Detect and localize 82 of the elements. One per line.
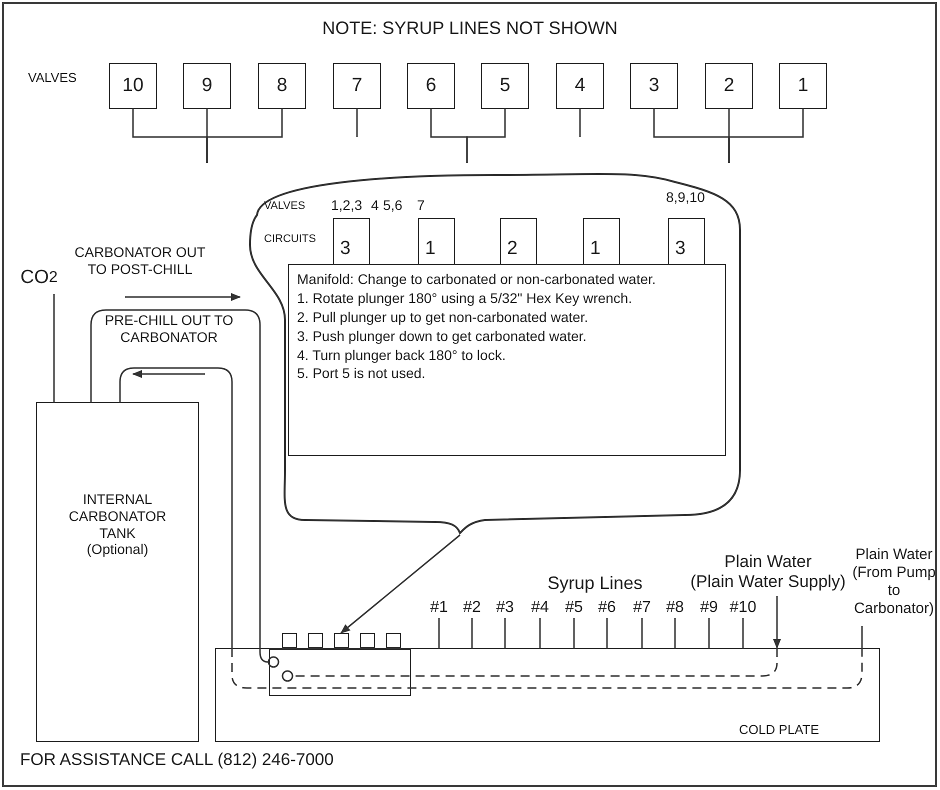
carbonator-tank	[36, 402, 199, 742]
instruction-box	[288, 264, 726, 456]
tank-label: INTERNAL CARBONATOR TANK	[68, 491, 168, 542]
valve-box: 6	[407, 63, 455, 109]
water-tube	[119, 367, 233, 648]
instruction-line: 4. Turn plunger back 180° to lock.	[297, 346, 506, 364]
manifold-port	[308, 633, 323, 648]
manifold-port	[386, 633, 401, 648]
instruction-line: 2. Pull plunger up to get non-carbonated water.	[297, 308, 588, 327]
syrup-line	[708, 618, 710, 648]
tank-note: (Optional)	[86, 541, 148, 558]
syrup-line-label: #10	[727, 598, 759, 618]
syrup-line	[573, 618, 575, 648]
syrup-line	[539, 618, 541, 648]
cold-plate-label: COLD PLATE	[739, 722, 819, 737]
syrup-line-label: #9	[693, 598, 725, 618]
hidden-water-line	[282, 648, 778, 682]
gas-line	[53, 294, 55, 402]
flow-label: CARBONATOR OUT TO POST-CHILL	[74, 244, 206, 279]
valves-label: VALVES	[28, 70, 78, 87]
water-line	[861, 626, 863, 648]
instruction-line: 5. Port 5 is not used.	[297, 364, 426, 384]
water-tube	[90, 309, 280, 668]
syrup-line-label: #7	[626, 598, 658, 618]
valve-box: 5	[481, 63, 529, 109]
valve-connector-line	[466, 109, 506, 163]
assistance-text: FOR ASSISTANCE CALL (812) 246-7000	[20, 750, 335, 771]
valve-box: 1	[779, 63, 827, 109]
manifold-port	[334, 633, 349, 648]
syrup-line	[606, 618, 608, 648]
circuits-label: CIRCUITS	[264, 233, 317, 247]
valve-numbers: 7	[417, 197, 426, 215]
water-source-label: (Plain Water Supply)	[690, 572, 846, 593]
syrup-lines-label: Syrup Lines	[546, 573, 644, 595]
water-line-label: Plain Water	[856, 546, 932, 564]
water-line	[773, 596, 781, 649]
circuit-box: 3	[333, 218, 370, 265]
circuit-box: 1	[583, 218, 620, 265]
flow-label: PRE-CHILL OUT TO CARBONATOR	[104, 312, 234, 347]
valve-connector-line	[579, 109, 581, 137]
valves-label: VALVES	[264, 200, 306, 214]
valve-numbers: 5,6	[383, 197, 404, 215]
manifold-port	[282, 633, 297, 648]
valve-connector-line	[728, 109, 804, 163]
syrup-line	[674, 618, 676, 648]
circuit-box: 3	[668, 218, 705, 265]
syrup-line-label: #1	[423, 598, 455, 618]
syrup-line-label: #8	[659, 598, 691, 618]
syrup-line	[438, 618, 440, 648]
syrup-line	[742, 618, 744, 648]
circuit-box: 1	[418, 218, 455, 265]
water-line-label: Plain Water	[724, 552, 812, 572]
instruction-line: 1. Rotate plunger 180° using a 5/32" Hex Key wrench.	[297, 288, 632, 308]
syrup-line-label: #6	[591, 598, 623, 618]
valve-numbers: 4	[371, 197, 380, 215]
valve-connector-line	[206, 109, 283, 163]
syrup-line-label: #4	[524, 598, 556, 618]
syrup-line-label: #5	[558, 598, 590, 618]
valve-connector-line	[356, 109, 358, 137]
valve-numbers: 1,2,3	[331, 197, 364, 215]
valve-box: 4	[556, 63, 604, 109]
note-heading: Manifold: Change to carbonated or non-carbonated water.	[297, 270, 656, 289]
valve-box: 10	[109, 63, 157, 109]
manifold-port	[360, 633, 375, 648]
valve-box: 7	[333, 63, 381, 109]
valve-box: 9	[183, 63, 231, 109]
leader-line	[340, 534, 460, 634]
circuit-box: 2	[500, 218, 537, 265]
valve-box: 8	[258, 63, 306, 109]
syrup-line	[504, 618, 506, 648]
instruction-line: 3. Push plunger down to get carbonated water.	[297, 326, 587, 346]
note-text: NOTE: SYRUP LINES NOT SHOWN	[321, 18, 619, 40]
valve-numbers: 8,9,10	[666, 189, 706, 207]
syrup-line	[471, 618, 473, 648]
valve-box: 3	[630, 63, 678, 109]
valve-box: 2	[705, 63, 753, 109]
manifold-box	[269, 649, 411, 696]
cold-plate	[215, 648, 880, 742]
water-source-label: (From Pump to Carbonator)	[852, 564, 936, 618]
syrup-line-label: #2	[456, 598, 488, 618]
syrup-line-label: #3	[489, 598, 521, 618]
syrup-line	[641, 618, 643, 648]
